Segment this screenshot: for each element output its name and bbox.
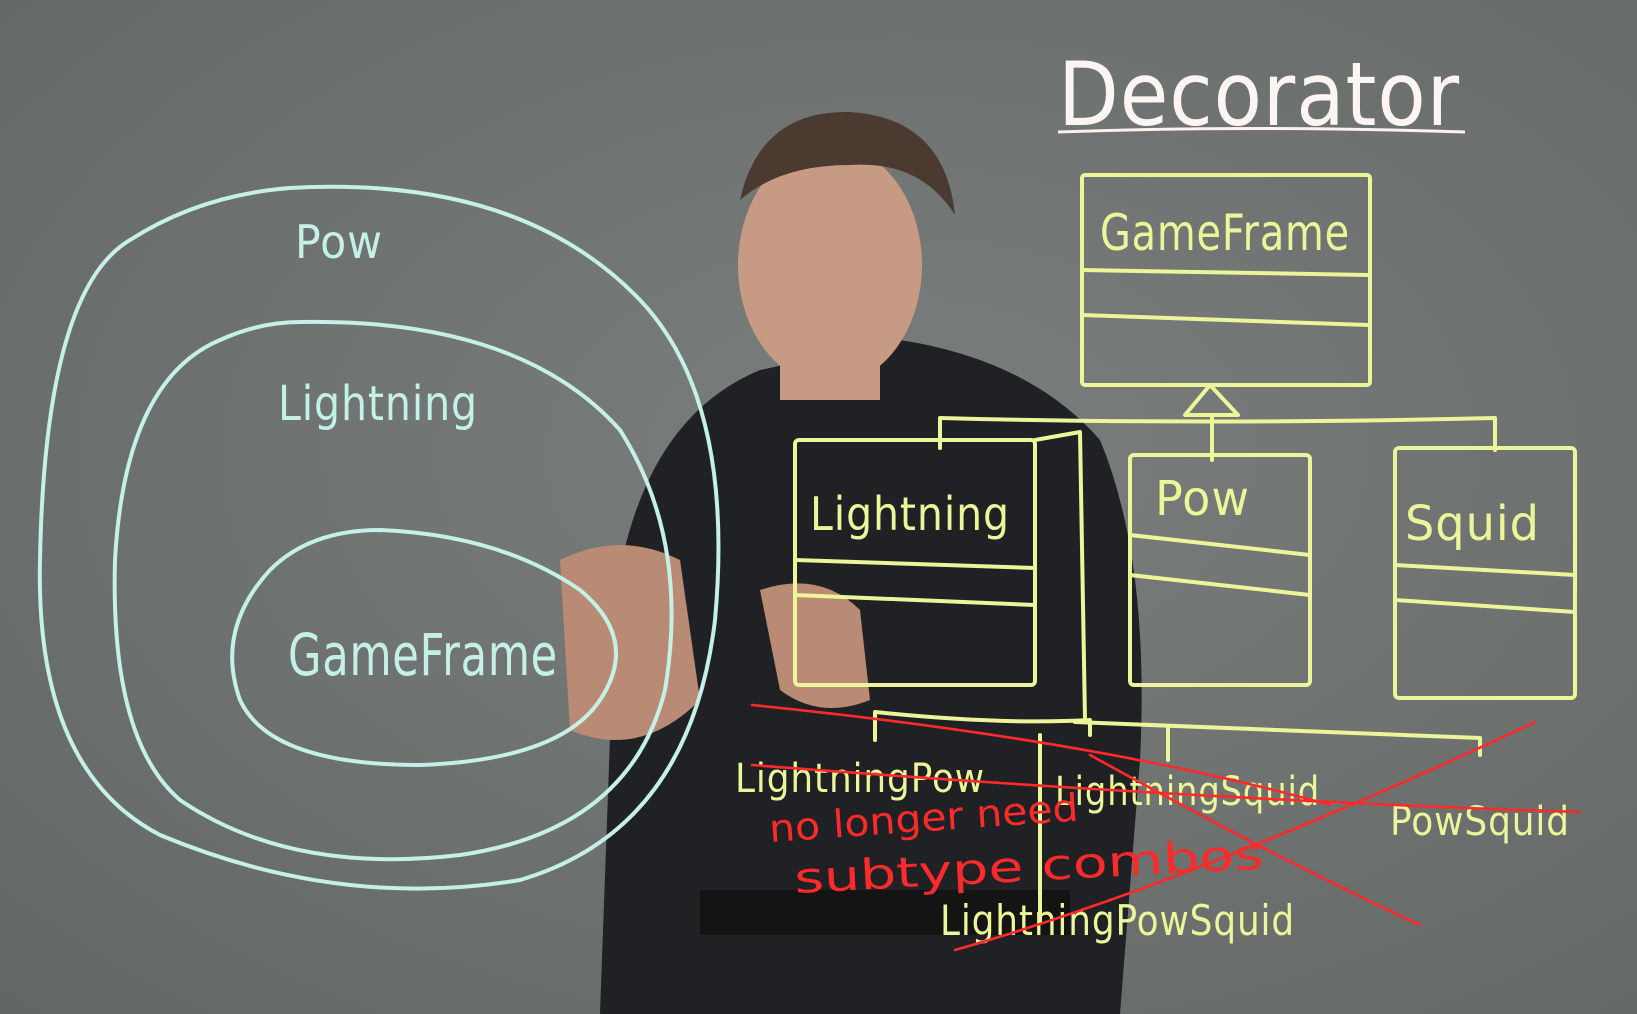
crossed-out-subtypes: LightningPow LightningSquid PowSquid Lig… (735, 703, 1582, 952)
outer-label: Pow (295, 215, 383, 269)
inheritance-arrow (1183, 383, 1240, 417)
uml-decorator-lightning: Lightning (793, 430, 1087, 722)
strike-line-3 (953, 720, 1537, 952)
inner-label: GameFrame (288, 621, 558, 689)
strike-line-1 (750, 703, 1332, 807)
middle-label: Lightning (278, 376, 478, 432)
presenter-figure (560, 111, 1142, 1014)
outer-ring (37, 184, 721, 891)
uml-base-class: GameFrame (938, 173, 1497, 462)
base-class-label: GameFrame (1100, 204, 1350, 262)
strike-line-2 (750, 763, 1582, 814)
strike-line-4 (1088, 753, 1422, 927)
inner-ring (230, 528, 618, 767)
title-underline (1057, 127, 1466, 134)
decorator-label-pow: Pow (1155, 471, 1250, 527)
nested-decorator-diagram: Pow Lightning GameFrame (37, 184, 721, 891)
uml-decorator-pow: Pow (1128, 453, 1312, 687)
uml-decorator-squid: Squid (1393, 446, 1577, 700)
decorator-label-lightning: Lightning (810, 487, 1010, 541)
decorator-label-squid: Squid (1405, 496, 1540, 552)
middle-ring (112, 319, 674, 862)
